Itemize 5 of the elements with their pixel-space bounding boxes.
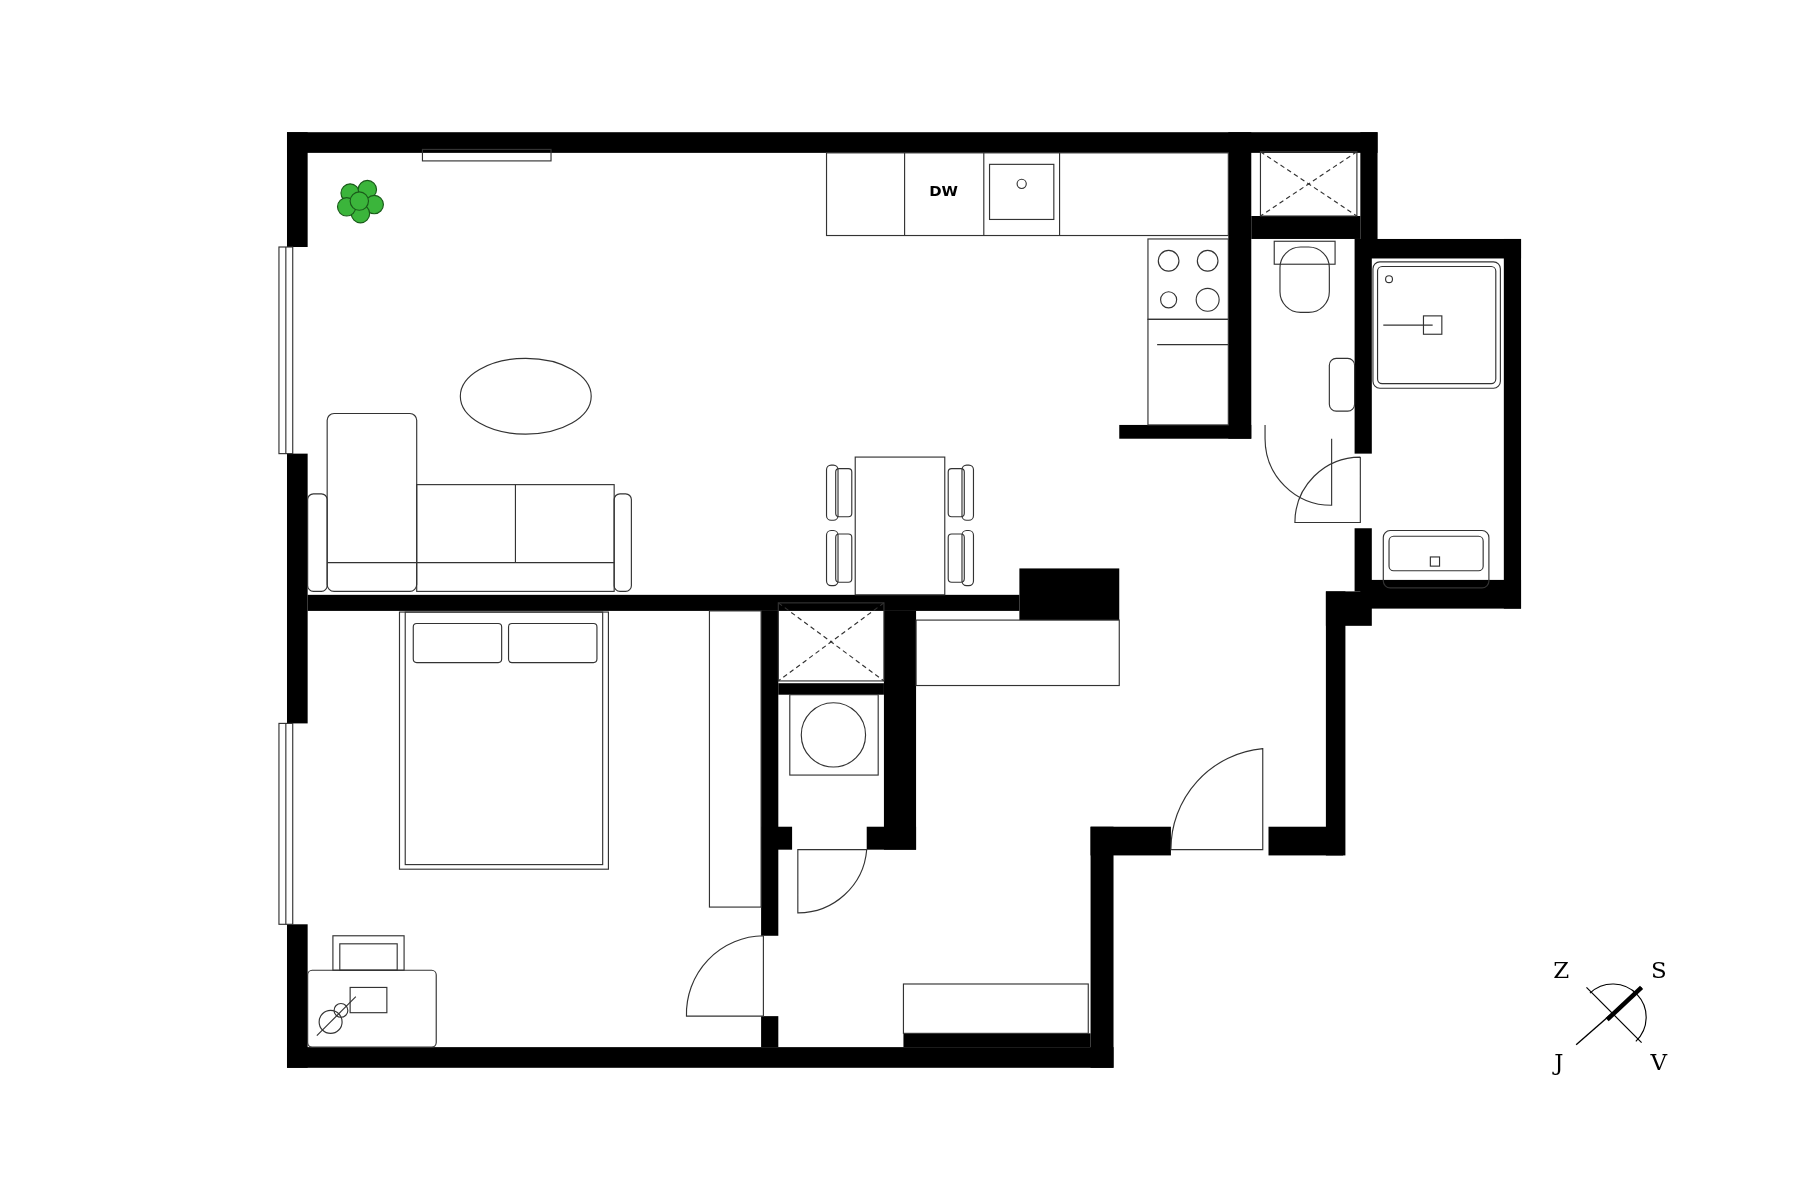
compass-letter: J: [1554, 1050, 1564, 1074]
compass-letter: S: [1650, 958, 1667, 982]
compass-letter: Z: [1553, 958, 1570, 982]
compass-letter: V: [1650, 1050, 1668, 1074]
appliance-label: DW: [929, 183, 958, 198]
